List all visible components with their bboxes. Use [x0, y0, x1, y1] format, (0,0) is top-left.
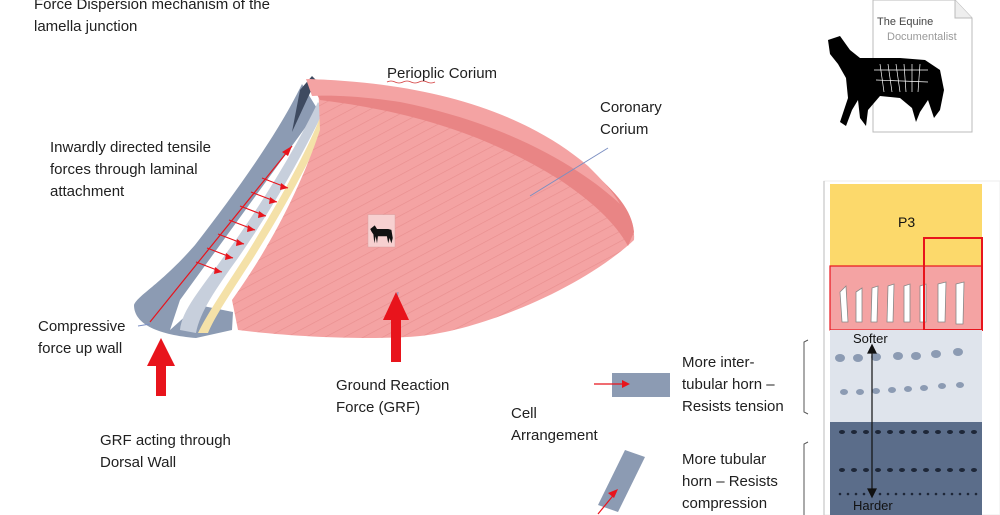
inset-panel	[824, 181, 1000, 515]
coronary-corium-label: Coronary Corium	[600, 97, 662, 141]
logo-line-1: The Equine	[877, 15, 957, 30]
harder-label: Harder	[853, 498, 893, 513]
cell-line-2: Arrangement	[511, 425, 598, 447]
compression-bracket	[804, 442, 808, 515]
softer-label: Softer	[853, 331, 888, 346]
grf-line-1: Ground Reaction	[336, 375, 449, 397]
tensile-forces-label: Inwardly directed tensile forces through…	[50, 137, 211, 203]
tensile-line-1: Inwardly directed tensile	[50, 137, 211, 159]
compressive-line-2: force up wall	[38, 338, 126, 360]
grf-label: Ground Reaction Force (GRF)	[336, 375, 449, 419]
tubular-line-1: More tubular	[682, 449, 778, 471]
cell-arrangement-label: Cell Arrangement	[511, 403, 598, 447]
legend-tension-sample	[594, 373, 670, 397]
logo-text: The Equine Documentalist	[877, 15, 957, 45]
tubular-line-3: compression	[682, 493, 778, 515]
tensile-line-2: forces through laminal	[50, 159, 211, 181]
coronary-line-1: Coronary	[600, 97, 662, 119]
logo-line-2: Documentalist	[877, 30, 957, 45]
compressive-force-label: Compressive force up wall	[38, 316, 126, 360]
tension-bracket	[804, 340, 808, 414]
legend-compression-sample	[598, 450, 645, 514]
grf-dorsal-label: GRF acting through Dorsal Wall	[100, 430, 231, 474]
p3-label: P3	[898, 214, 915, 230]
inter-line-1: More inter-	[682, 352, 784, 374]
coronary-line-2: Corium	[600, 119, 662, 141]
tubular-line-2: horn – Resists	[682, 471, 778, 493]
periopic-corium-label: Perioplic Corium	[387, 63, 497, 85]
grf-arrow-dorsal	[147, 338, 175, 396]
inter-line-3: Resists tension	[682, 396, 784, 418]
inter-line-2: tubular horn –	[682, 374, 784, 396]
cell-line-1: Cell	[511, 403, 598, 425]
compressive-line-1: Compressive	[38, 316, 126, 338]
horse-logo-small	[368, 215, 395, 247]
grf-dorsal-line-2: Dorsal Wall	[100, 452, 231, 474]
grf-line-2: Force (GRF)	[336, 397, 449, 419]
inter-tubular-label: More inter- tubular horn – Resists tensi…	[682, 352, 784, 418]
tubular-label: More tubular horn – Resists compression	[682, 449, 778, 515]
grf-dorsal-line-1: GRF acting through	[100, 430, 231, 452]
tensile-line-3: attachment	[50, 181, 211, 203]
